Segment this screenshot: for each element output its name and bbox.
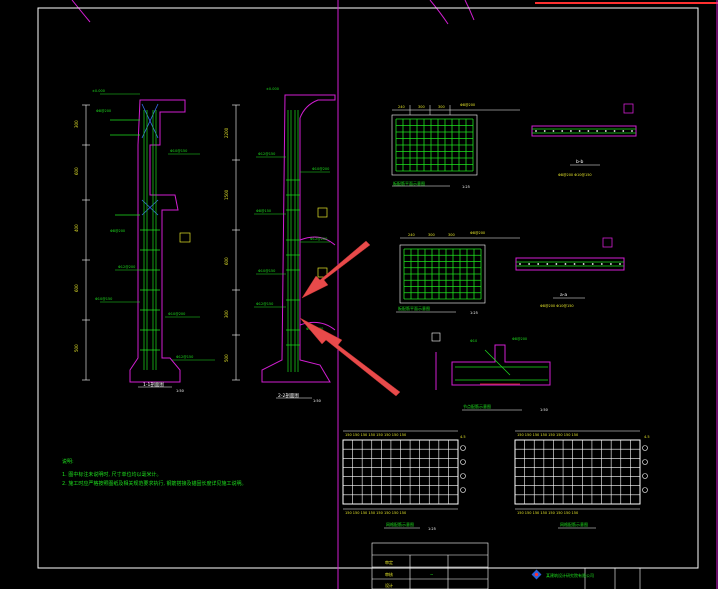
svg-text:150 150 150 150 150 150 150 15: 150 150 150 150 150 150 150 150 bbox=[345, 511, 406, 515]
svg-text:300: 300 bbox=[448, 233, 455, 237]
notes-title: 说明: bbox=[62, 459, 74, 465]
svg-text:Φ12@150: Φ12@150 bbox=[256, 302, 273, 306]
svg-text:150 150 150 150 150 150 150 15: 150 150 150 150 150 150 150 150 bbox=[517, 433, 578, 437]
svg-text:240: 240 bbox=[398, 105, 405, 109]
svg-text:Φ10@150: Φ10@150 bbox=[258, 269, 275, 273]
mesh-plan-1: 150 150 150 150 150 150 150 150 150 150 … bbox=[342, 430, 466, 529]
red-arrow-icon bbox=[301, 240, 371, 299]
section-a-a-title: a-a bbox=[560, 293, 567, 298]
svg-text:600: 600 bbox=[74, 284, 79, 292]
notes-line-2: 2. 施工时应严格按照图纸及相关规范要求执行, 钢筋搭接及锚固长度详见施工说明。 bbox=[62, 481, 247, 487]
section-a-a: Φ8@200 Φ10@150 bbox=[515, 237, 625, 308]
svg-text:2200: 2200 bbox=[224, 127, 229, 138]
mesh-plan-1-title: 网格配筋示意图 bbox=[386, 521, 414, 527]
svg-text:Φ12@200: Φ12@200 bbox=[118, 265, 135, 269]
svg-text:300: 300 bbox=[438, 105, 445, 109]
joint-detail-title: 节点配筋示意图 bbox=[463, 403, 491, 409]
svg-text:300: 300 bbox=[418, 105, 425, 109]
title-row-0: 审定 bbox=[385, 559, 393, 565]
svg-text:4.5: 4.5 bbox=[460, 435, 466, 439]
slab-plan-1: 240 300 300 Φ8@200 bbox=[391, 103, 520, 187]
svg-text:Φ10: Φ10 bbox=[470, 339, 477, 343]
svg-text:Φ10@200: Φ10@200 bbox=[312, 167, 329, 171]
svg-text:300: 300 bbox=[428, 233, 435, 237]
svg-text:300: 300 bbox=[224, 310, 229, 318]
svg-text:Φ10@150: Φ10@150 bbox=[170, 149, 187, 153]
joint-detail: Φ10 Φ8@200 bbox=[431, 332, 551, 411]
svg-text:±0.000: ±0.000 bbox=[92, 89, 105, 93]
svg-text:Φ8@200: Φ8@200 bbox=[110, 229, 125, 233]
svg-text:1500: 1500 bbox=[224, 189, 229, 200]
svg-text:Φ8@200 Φ10@150: Φ8@200 Φ10@150 bbox=[558, 173, 592, 177]
section-1-1: 300 600 400 600 500 bbox=[74, 89, 215, 388]
section-2-2-scale: 1:50 bbox=[313, 399, 321, 403]
svg-text:150 150 150 150 150 150 150 15: 150 150 150 150 150 150 150 150 bbox=[345, 433, 406, 437]
title-row-1: 审核 bbox=[385, 571, 393, 577]
corner-arcs bbox=[71, 0, 475, 25]
svg-text:Φ8@200: Φ8@200 bbox=[470, 231, 485, 235]
svg-text:Φ8@200: Φ8@200 bbox=[512, 337, 527, 341]
slab-plan-1-scale: 1:25 bbox=[462, 185, 470, 189]
slab-plan-2: 240 300 300 Φ8@200 bbox=[396, 231, 520, 313]
title-block bbox=[371, 542, 698, 589]
svg-text:Φ8@200 Φ10@150: Φ8@200 Φ10@150 bbox=[540, 304, 574, 308]
mesh-plan-2-title: 网格配筋示意图 bbox=[560, 521, 588, 527]
svg-text:600: 600 bbox=[74, 167, 79, 175]
svg-text:±0.000: ±0.000 bbox=[266, 87, 279, 91]
svg-text:4.5: 4.5 bbox=[644, 435, 650, 439]
notes-line-1: 1. 图中标注未说明时, 尺寸单位均以毫米计。 bbox=[62, 472, 162, 478]
svg-text:400: 400 bbox=[74, 224, 79, 232]
svg-text:150 150 150 150 150 150 150 15: 150 150 150 150 150 150 150 150 bbox=[517, 511, 578, 515]
svg-text:600: 600 bbox=[224, 257, 229, 265]
title-row-2: 设计 bbox=[385, 582, 393, 588]
svg-text:500: 500 bbox=[224, 354, 229, 362]
svg-text:Φ12@150: Φ12@150 bbox=[176, 355, 193, 359]
svg-text:Φ10@200: Φ10@200 bbox=[168, 312, 185, 316]
svg-text:Φ8@150: Φ8@150 bbox=[256, 209, 271, 213]
svg-text:Φ12@150: Φ12@150 bbox=[258, 152, 275, 156]
mesh-plan-2: 150 150 150 150 150 150 150 150 150 150 … bbox=[514, 430, 650, 529]
section-b-b: Φ8@200 Φ10@150 bbox=[531, 103, 637, 177]
slab-plan-1-title: 板配筋平面示意图 bbox=[393, 180, 425, 186]
svg-text:Φ8@200: Φ8@200 bbox=[460, 103, 475, 107]
svg-text:Φ10@150: Φ10@150 bbox=[95, 297, 112, 301]
company-logo-icon bbox=[531, 569, 542, 580]
svg-text:240: 240 bbox=[408, 233, 415, 237]
joint-detail-scale: 1:50 bbox=[540, 408, 548, 412]
section-2-2-title: 2-2剖面图 bbox=[278, 392, 299, 399]
red-arrow-icon bbox=[299, 317, 401, 397]
slab-plan-2-scale: 1:25 bbox=[470, 311, 478, 315]
section-1-1-title: 1-1剖面图 bbox=[143, 381, 164, 388]
section-1-1-scale: 1:50 bbox=[176, 389, 184, 393]
company-name: 某建筑设计研究院有限公司 bbox=[546, 572, 594, 578]
svg-text:Φ12@200: Φ12@200 bbox=[310, 237, 327, 241]
section-2-2: 2200 1500 600 300 500 ±0.000 bbox=[224, 87, 336, 399]
slab-plan-2-title: 板配筋平面示意图 bbox=[398, 305, 430, 311]
svg-text:500: 500 bbox=[74, 344, 79, 352]
mesh-plan-1-scale: 1:25 bbox=[428, 527, 436, 531]
svg-text:Φ8@200: Φ8@200 bbox=[96, 109, 111, 113]
svg-text:300: 300 bbox=[74, 120, 79, 128]
signature-mark: ~ bbox=[430, 572, 433, 577]
section-b-b-title: b-b bbox=[576, 159, 583, 165]
